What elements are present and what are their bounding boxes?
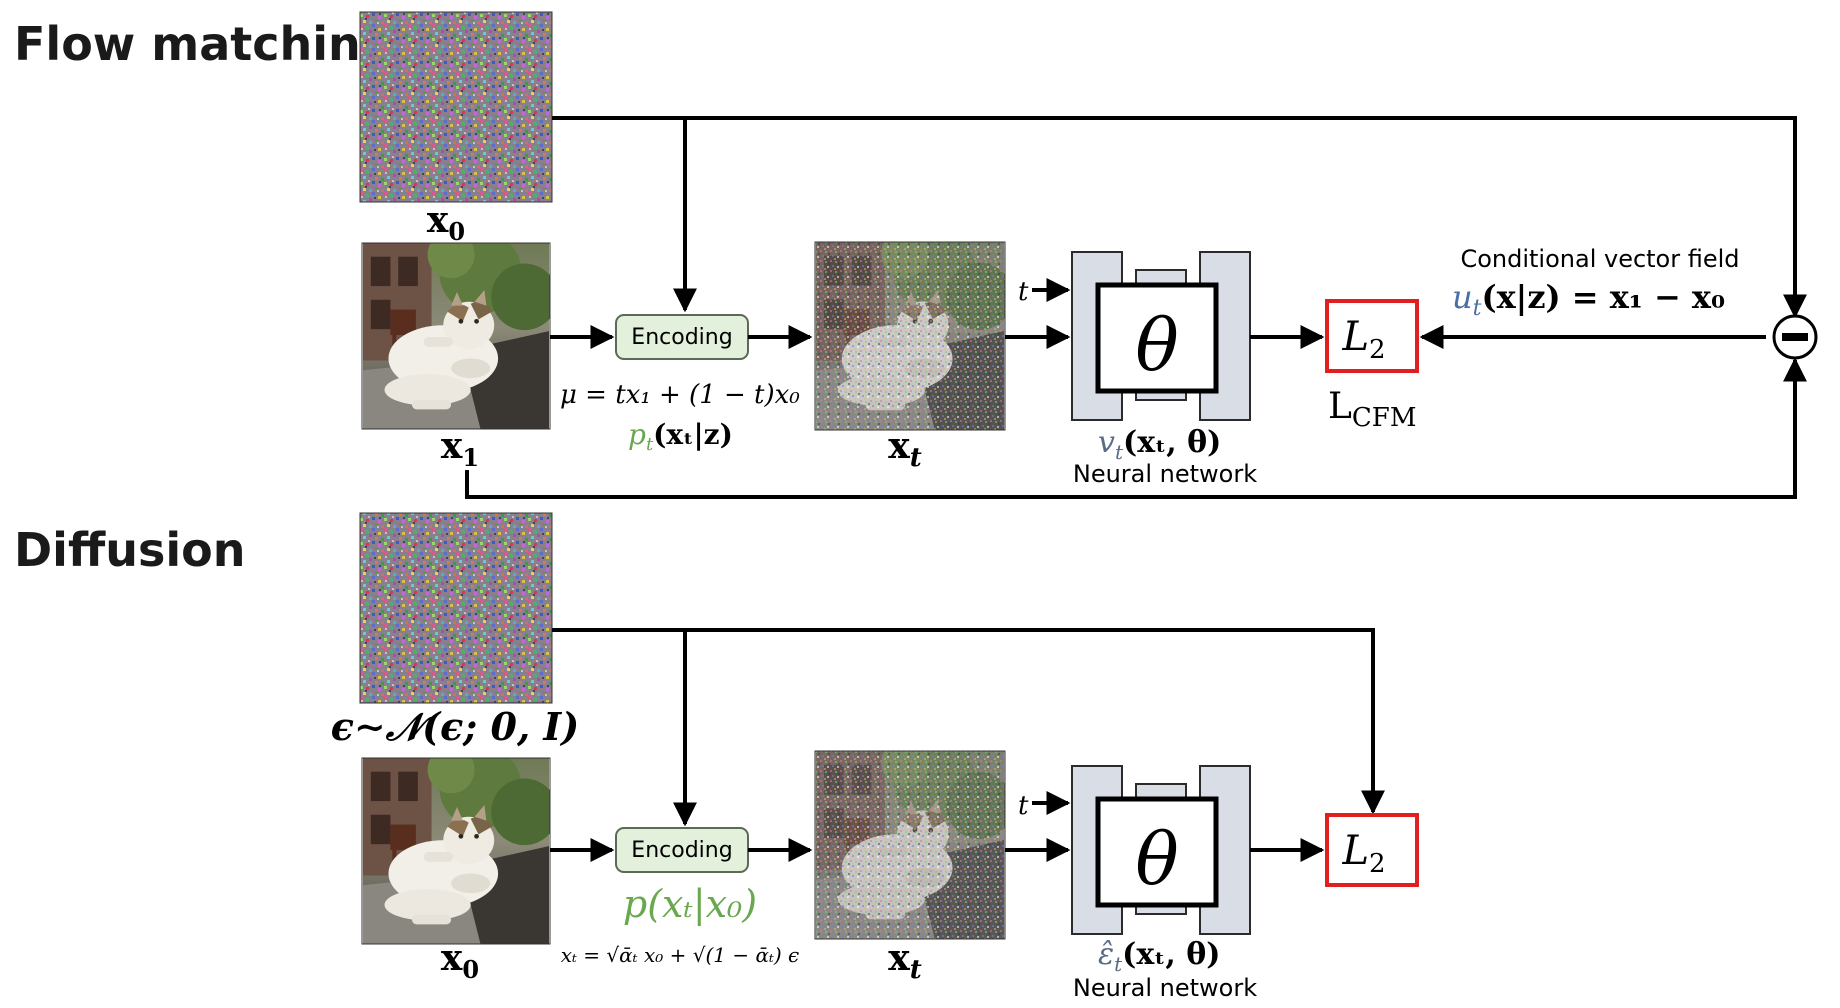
flow-network-output: vt(xₜ, θ) xyxy=(1098,425,1221,464)
diffusion-forward-formula: xₜ = √ᾱₜ x₀ + √(1 − ᾱₜ) ϵ xyxy=(561,943,800,967)
diffusion-loss-label: L2 xyxy=(1341,828,1385,879)
flow-loss-box xyxy=(1325,299,1419,373)
flow-noise-label: x0 xyxy=(427,199,465,246)
flow-vector-field-formula: ut(x|z) = x₁ − x₀ xyxy=(1452,278,1725,321)
diffusion-data-label: x0 xyxy=(441,937,479,984)
diffusion-theta: θ xyxy=(1135,817,1178,901)
flow-data-image xyxy=(361,242,551,430)
flow-loss-label: L2 xyxy=(1341,314,1385,365)
diffusion-section-title: Diffusion xyxy=(14,523,245,577)
diffusion-t-input-label: t xyxy=(1018,791,1029,821)
flow-noisy-label: xt xyxy=(888,425,921,473)
diffusion-noise-label: ϵ∼𝒩(ϵ; 0, I) xyxy=(331,704,579,749)
flow-encoding-label: Encoding xyxy=(631,325,732,350)
flow-section-title: Flow matching xyxy=(14,17,394,71)
flow-data-label: x1 xyxy=(441,425,479,472)
diffusion-noise-image xyxy=(359,512,553,704)
diffusion-cond-prob: p(xₜ|x₀) xyxy=(623,882,757,926)
flow-neural-network: θ xyxy=(1071,251,1251,421)
flow-theta: θ xyxy=(1135,303,1178,387)
diffusion-noisy-image xyxy=(814,750,1006,940)
flow-mu-formula: μ = tx₁ + (1 − t)x₀ xyxy=(560,380,800,410)
diffusion-encoding-label: Encoding xyxy=(631,838,732,863)
diffusion-neural-network: θ xyxy=(1071,765,1251,935)
flow-noise-image xyxy=(359,11,553,203)
diffusion-noisy-label: xt xyxy=(888,937,921,985)
diffusion-data-image xyxy=(361,757,551,945)
flow-cond-prob: pt(xₜ|z) xyxy=(628,418,733,455)
flow-network-caption: Neural network xyxy=(1073,460,1257,488)
diffusion-section: Diffusion ϵ∼𝒩(ϵ; 0, I) x0 Encoding p(xₜ|… xyxy=(14,512,1419,1002)
flow-x0-to-minus-arrow xyxy=(552,116,1807,319)
flow-minus-icon xyxy=(1782,333,1808,341)
flow-noisy-image xyxy=(814,241,1006,431)
flow-vector-field-caption: Conditional vector field xyxy=(1460,245,1739,273)
diffusion-network-caption: Neural network xyxy=(1073,974,1257,1002)
flow-x1-to-minus-arrow xyxy=(465,357,1807,499)
diffusion-loss-box xyxy=(1325,813,1419,887)
flow-matching-section: Flow matching x0 x1 Encoding μ = tx₁ + (… xyxy=(14,11,1818,499)
diffusion-noise-to-loss-arrow xyxy=(552,628,1385,815)
flow-loss-caption: LCFM xyxy=(1328,386,1416,433)
diffusion-network-output: ε̂t(xₜ, θ) xyxy=(1098,937,1220,976)
flow-t-input-label: t xyxy=(1018,277,1029,307)
